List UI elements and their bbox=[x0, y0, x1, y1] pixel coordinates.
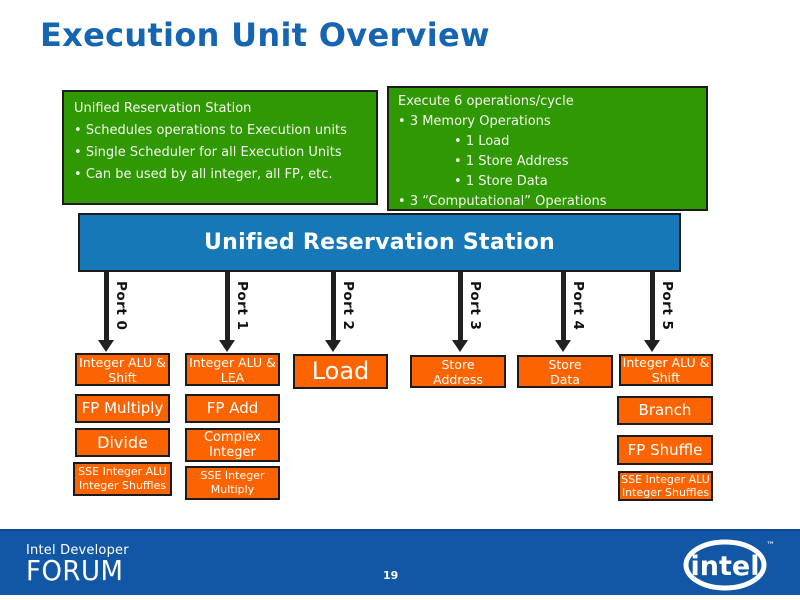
note-bullet: 3 Memory Operations bbox=[398, 112, 697, 132]
intel-logo-tm: ™ bbox=[766, 541, 775, 551]
unit-label-line: SSE Integer ALU bbox=[78, 465, 167, 478]
port1-arrow-icon bbox=[219, 272, 235, 352]
unit-label-line: Integer Shuffles bbox=[621, 486, 710, 499]
unit-port2-load: Load bbox=[293, 354, 388, 389]
port5-arrow-icon bbox=[644, 272, 660, 352]
port3-arrow-icon bbox=[452, 272, 468, 352]
unit-complex-integer: Complex Integer bbox=[185, 428, 280, 462]
port0-arrow-icon bbox=[98, 272, 114, 352]
note-bullet: 3 “Computational” Operations bbox=[398, 192, 697, 212]
unit-label-line: Data bbox=[550, 371, 580, 387]
unit-label-line: SSE Integer bbox=[200, 469, 265, 482]
unit-divide: Divide bbox=[75, 428, 170, 457]
unit-label-line: Integer ALU & bbox=[189, 354, 276, 370]
note-heading: Unified Reservation Station bbox=[74, 101, 252, 116]
unit-port1-integer-alu-lea: Integer ALU & LEA bbox=[185, 353, 280, 386]
unified-reservation-station-bar: Unified Reservation Station bbox=[78, 213, 681, 272]
unit-label-line: Integer ALU & bbox=[79, 354, 166, 370]
idf-logo-line2: FORUM bbox=[26, 555, 124, 588]
unit-label-line: LEA bbox=[220, 369, 245, 385]
note-sub-bullet: 1 Store Data bbox=[398, 172, 697, 192]
unit-port5-sse-integer-alu-shuffles: SSE Integer ALU Integer Shuffles bbox=[618, 471, 713, 501]
unit-label-line: Divide bbox=[97, 433, 148, 452]
page-title: Execution Unit Overview bbox=[40, 16, 490, 54]
idf-logo-line1: Intel Developer bbox=[26, 543, 129, 558]
unit-fp-multiply: FP Multiply bbox=[75, 394, 170, 423]
unit-label-line: Complex bbox=[203, 430, 262, 445]
unit-label-line: SSE Integer ALU bbox=[621, 473, 710, 486]
port0-label: Port 0 bbox=[113, 281, 129, 331]
port4-label: Port 4 bbox=[570, 281, 586, 331]
port1-label: Port 1 bbox=[234, 281, 250, 331]
port4-arrow-icon bbox=[555, 272, 571, 352]
page-number: 19 bbox=[383, 569, 399, 582]
intel-logo-icon: intel ™ bbox=[683, 539, 775, 591]
unit-port0-sse-integer-alu-shuffles: SSE Integer ALU Integer Shuffles bbox=[73, 462, 172, 496]
unit-label-line: Branch bbox=[638, 401, 692, 419]
unit-label-line: FP Multiply bbox=[81, 399, 164, 417]
unit-port0-integer-alu-shift: Integer ALU & Shift bbox=[75, 353, 170, 386]
reservation-note-box: Unified Reservation Station Schedules op… bbox=[62, 90, 378, 205]
port2-label: Port 2 bbox=[340, 281, 356, 331]
unit-label-line: Integer Shuffles bbox=[78, 479, 167, 492]
note-bullet: Single Scheduler for all Execution Units bbox=[74, 142, 366, 164]
unit-label-line: Multiply bbox=[210, 483, 255, 496]
port3-label: Port 3 bbox=[467, 281, 483, 331]
unit-label-line: Store bbox=[548, 356, 582, 372]
footer-bar: Intel Developer FORUM 19 intel ™ bbox=[0, 529, 800, 595]
unit-label-line: Load bbox=[311, 357, 370, 385]
note-sub-bullet: 1 Store Address bbox=[398, 152, 697, 172]
unit-label-line: Store bbox=[441, 356, 475, 372]
unit-label-line: Integer bbox=[209, 445, 256, 460]
note-sub-bullet: 1 Load bbox=[398, 132, 697, 152]
unit-label-line: FP Shuffle bbox=[627, 440, 703, 459]
unit-label-line: Integer ALU & bbox=[622, 355, 710, 370]
unit-branch: Branch bbox=[617, 396, 713, 425]
unit-fp-shuffle: FP Shuffle bbox=[617, 435, 713, 465]
note-heading: Execute 6 operations/cycle bbox=[398, 94, 574, 109]
station-label: Unified Reservation Station bbox=[203, 230, 556, 255]
unit-label-line: Address bbox=[433, 371, 483, 387]
unit-sse-integer-multiply: SSE Integer Multiply bbox=[185, 466, 280, 500]
unit-fp-add: FP Add bbox=[185, 394, 280, 423]
execute-note-box: Execute 6 operations/cycle 3 Memory Oper… bbox=[387, 86, 708, 211]
note-bullet: Can be used by all integer, all FP, etc. bbox=[74, 164, 366, 186]
unit-port5-integer-alu-shift: Integer ALU & Shift bbox=[619, 354, 713, 386]
unit-port4-store-data: Store Data bbox=[517, 355, 613, 388]
port2-arrow-icon bbox=[325, 272, 341, 352]
port5-label: Port 5 bbox=[659, 281, 675, 331]
unit-port3-store-address: Store Address bbox=[410, 355, 506, 388]
intel-logo-text: intel bbox=[691, 551, 760, 582]
idf-logo: Intel Developer FORUM bbox=[26, 543, 129, 588]
unit-label-line: FP Add bbox=[206, 399, 259, 417]
unit-label-line: Shift bbox=[108, 369, 137, 385]
note-bullet: Schedules operations to Execution units bbox=[74, 120, 366, 142]
unit-label-line: Shift bbox=[651, 370, 681, 385]
